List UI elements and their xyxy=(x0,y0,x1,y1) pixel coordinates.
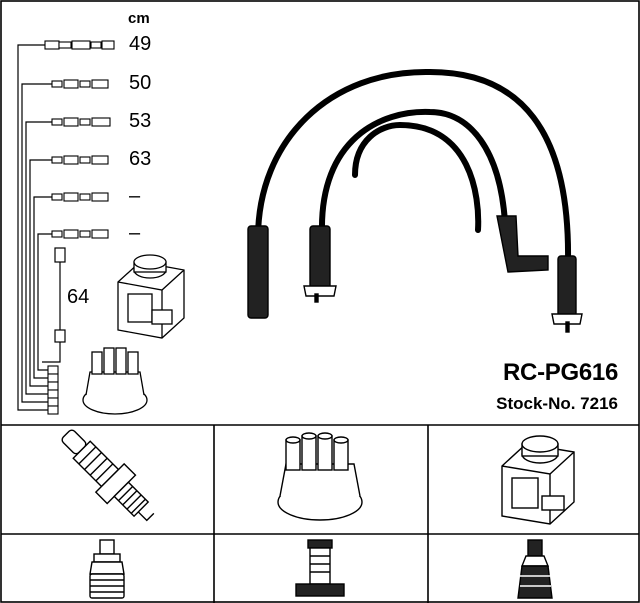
cable-length-4: 63 xyxy=(129,148,152,170)
cable-length-6: – xyxy=(129,222,141,244)
distributor-cap-icon xyxy=(277,432,363,521)
plug-boot-straight-icon xyxy=(89,539,125,599)
lead-connectors xyxy=(44,40,115,415)
stock-number: Stock-No. 7216 xyxy=(496,394,618,413)
cable-bundle-schematic xyxy=(17,44,66,411)
coil-boot-icon xyxy=(517,539,553,599)
coil-lead-length: 64 xyxy=(67,286,90,308)
coil-small-icon xyxy=(117,254,185,339)
cable-length-1: 49 xyxy=(129,33,152,55)
spark-plug-icon xyxy=(61,429,155,522)
cable-length-2: 50 xyxy=(129,72,152,94)
ignition-leads xyxy=(255,68,572,265)
ignition-coil-icon xyxy=(501,435,575,525)
length-unit-label: cm xyxy=(128,10,150,27)
lead-boots xyxy=(247,215,583,333)
product-model: RC-PG616 xyxy=(503,359,618,386)
distributor-terminal-icon xyxy=(295,539,345,597)
distributor-small-icon xyxy=(82,347,148,415)
cable-length-3: 53 xyxy=(129,110,152,132)
cable-length-5: – xyxy=(129,185,141,207)
